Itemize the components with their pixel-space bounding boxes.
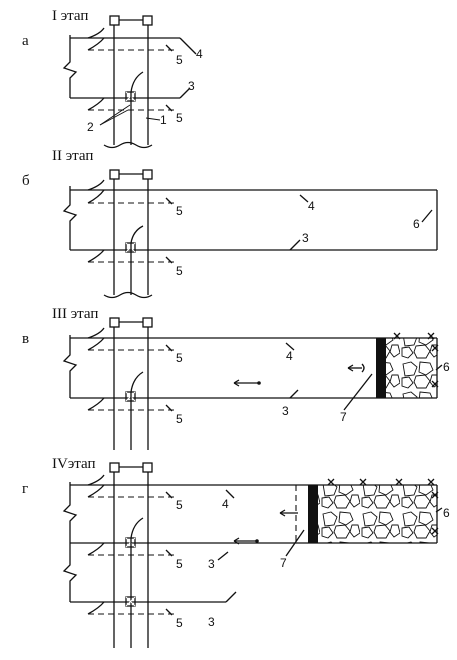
svg-text:5: 5	[176, 557, 183, 571]
broken-ore-6	[386, 338, 437, 398]
stage-title-4: IVэтап	[52, 456, 96, 472]
panel-v: в III этап 5 4 6 3	[22, 306, 450, 450]
face-wall-7	[308, 485, 318, 543]
svg-text:1: 1	[160, 113, 167, 127]
svg-text:5: 5	[176, 616, 183, 630]
svg-text:5: 5	[176, 264, 183, 278]
svg-text:7: 7	[280, 556, 287, 570]
svg-text:5: 5	[176, 498, 183, 512]
broken-ore-6	[318, 485, 437, 543]
svg-text:4: 4	[286, 349, 293, 363]
svg-text:5: 5	[176, 204, 183, 218]
svg-text:4: 4	[196, 47, 203, 61]
panel-a: а I этап 4 5 3 5	[22, 8, 203, 149]
svg-text:6: 6	[413, 217, 420, 231]
svg-text:5: 5	[176, 351, 183, 365]
stage-title-3: III этап	[52, 306, 98, 322]
headframe-pulley-left	[109, 15, 120, 26]
svg-text:4: 4	[308, 199, 315, 213]
panel-letter-g: г	[22, 481, 28, 497]
svg-text:3: 3	[188, 79, 195, 93]
panel-letter-b: б	[22, 173, 30, 189]
panel-letter-a: а	[22, 33, 29, 49]
svg-text:4: 4	[222, 497, 229, 511]
headframe-pulley-right	[142, 15, 153, 26]
svg-text:3: 3	[302, 231, 309, 245]
svg-text:5: 5	[176, 111, 183, 125]
svg-text:5: 5	[176, 53, 183, 67]
svg-text:6: 6	[443, 360, 450, 374]
stage-title-1: I этап	[52, 8, 88, 24]
panel-b: б II этап 5 4 6 3 5	[22, 148, 438, 299]
svg-text:6: 6	[443, 506, 450, 520]
svg-text:7: 7	[340, 410, 347, 424]
stage-title-2: II этап	[52, 148, 93, 164]
face-wall-7	[376, 338, 386, 398]
panel-letter-v: в	[22, 331, 29, 347]
panel-g: г IVэтап 5 4 6 3	[22, 456, 450, 648]
svg-text:3: 3	[208, 615, 215, 629]
svg-text:3: 3	[208, 557, 215, 571]
svg-text:2: 2	[87, 120, 94, 134]
svg-text:3: 3	[282, 404, 289, 418]
svg-text:5: 5	[176, 412, 183, 426]
